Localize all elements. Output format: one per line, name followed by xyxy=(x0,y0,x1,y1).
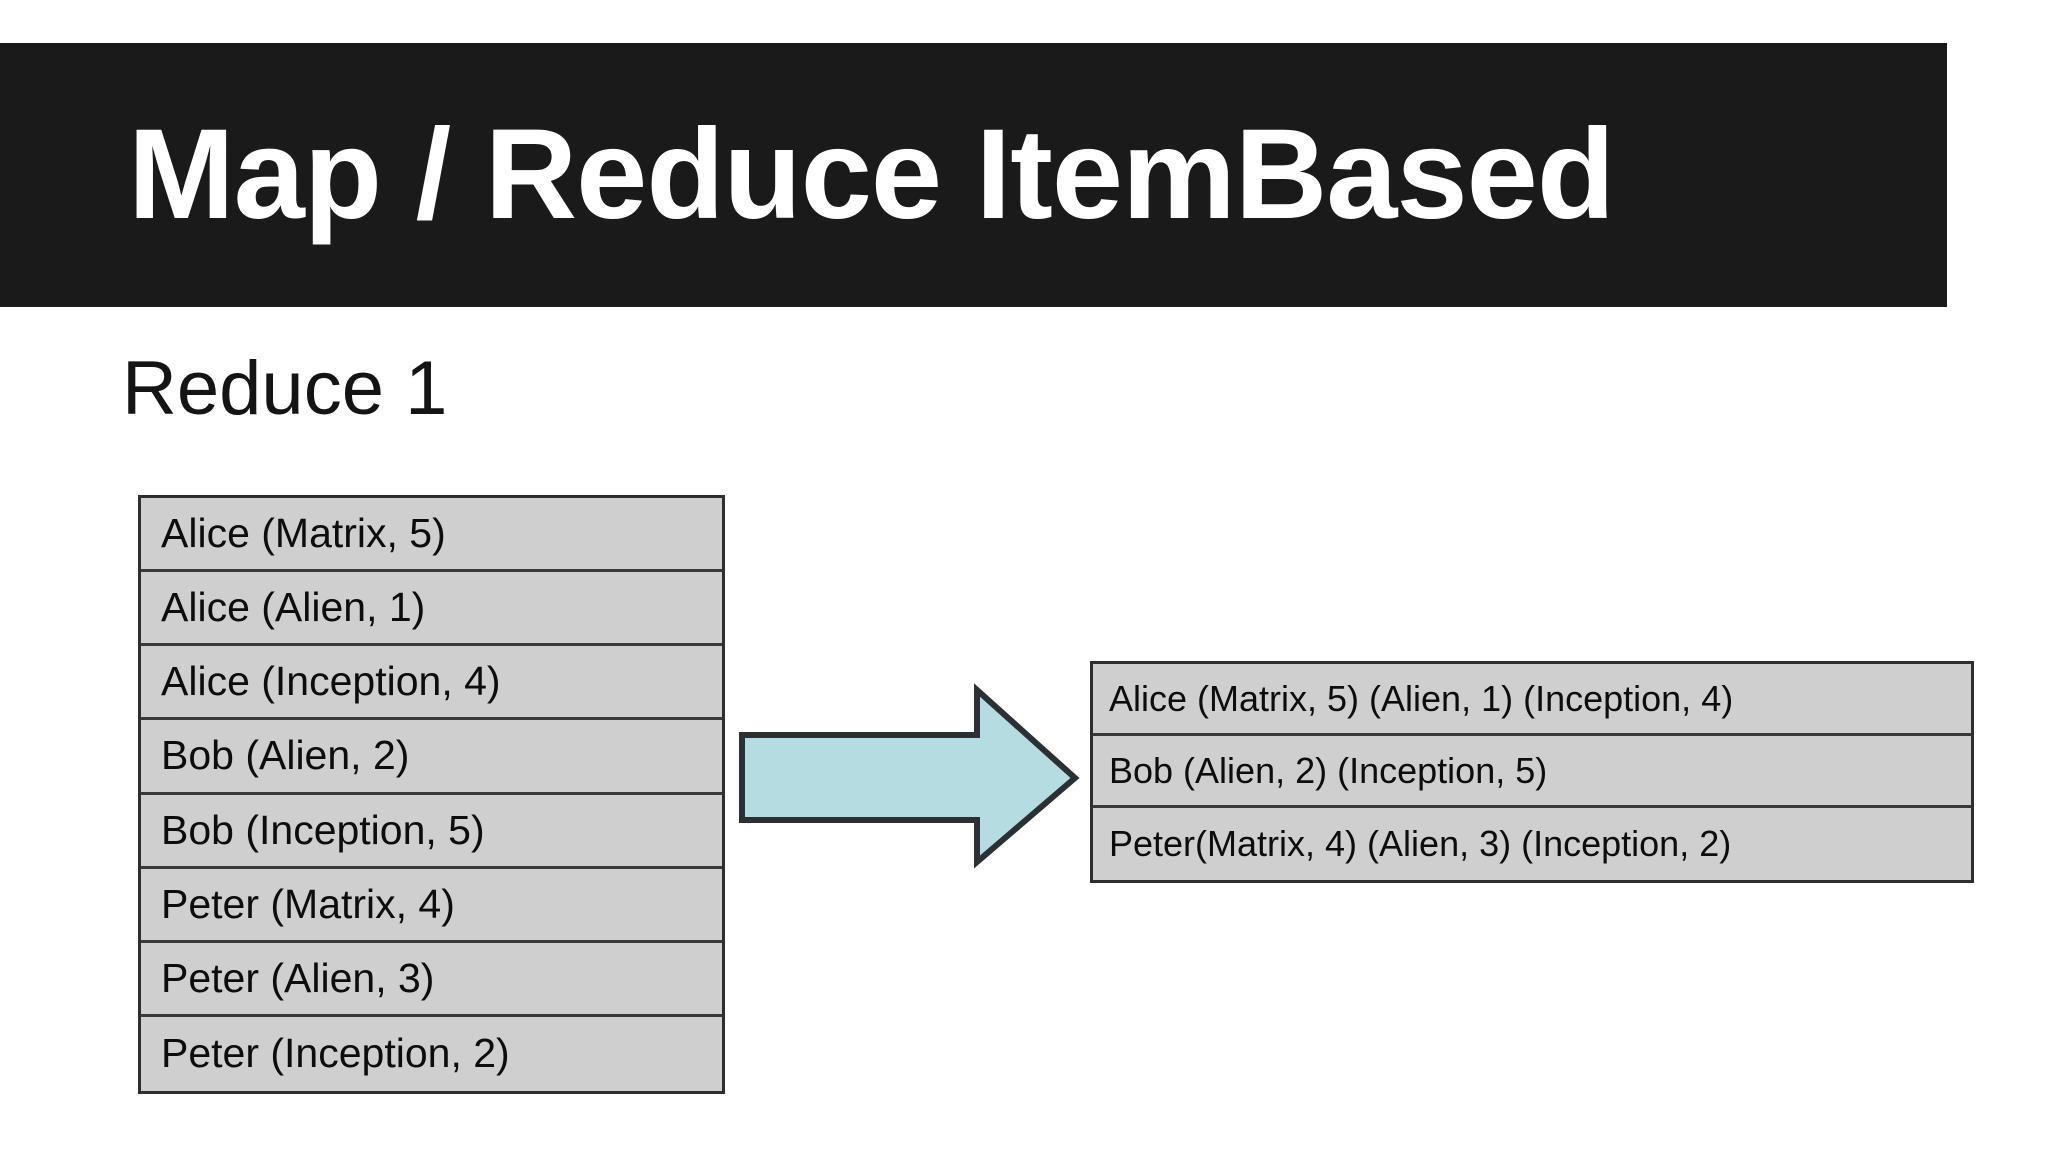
section-heading: Reduce 1 xyxy=(122,346,448,431)
mapper-output-table: Alice (Matrix, 5) Alice (Alien, 1) Alice… xyxy=(138,495,725,1094)
table-row: Bob (Alien, 2) xyxy=(141,720,722,795)
reduce-flow-arrow xyxy=(735,682,1085,872)
table-row: Bob (Alien, 2) (Inception, 5) xyxy=(1093,736,1971,809)
table-row: Peter (Inception, 2) xyxy=(141,1016,722,1091)
right-arrow-icon xyxy=(739,683,1080,869)
table-row: Peter(Matrix, 4) (Alien, 3) (Inception, … xyxy=(1093,808,1971,880)
title-banner: Map / Reduce ItemBased xyxy=(0,43,1947,307)
table-row: Peter (Alien, 3) xyxy=(141,942,722,1017)
reducer-output-table: Alice (Matrix, 5) (Alien, 1) (Inception,… xyxy=(1090,661,1974,883)
table-row: Alice (Inception, 4) xyxy=(141,646,722,721)
table-row: Peter (Matrix, 4) xyxy=(141,868,722,943)
table-row: Alice (Alien, 1) xyxy=(141,572,722,647)
table-row: Alice (Matrix, 5) xyxy=(141,498,722,573)
slide-title: Map / Reduce ItemBased xyxy=(128,103,1615,246)
arrow-shape xyxy=(739,683,1080,869)
table-row: Alice (Matrix, 5) (Alien, 1) (Inception,… xyxy=(1093,664,1971,737)
table-row: Bob (Inception, 5) xyxy=(141,794,722,869)
